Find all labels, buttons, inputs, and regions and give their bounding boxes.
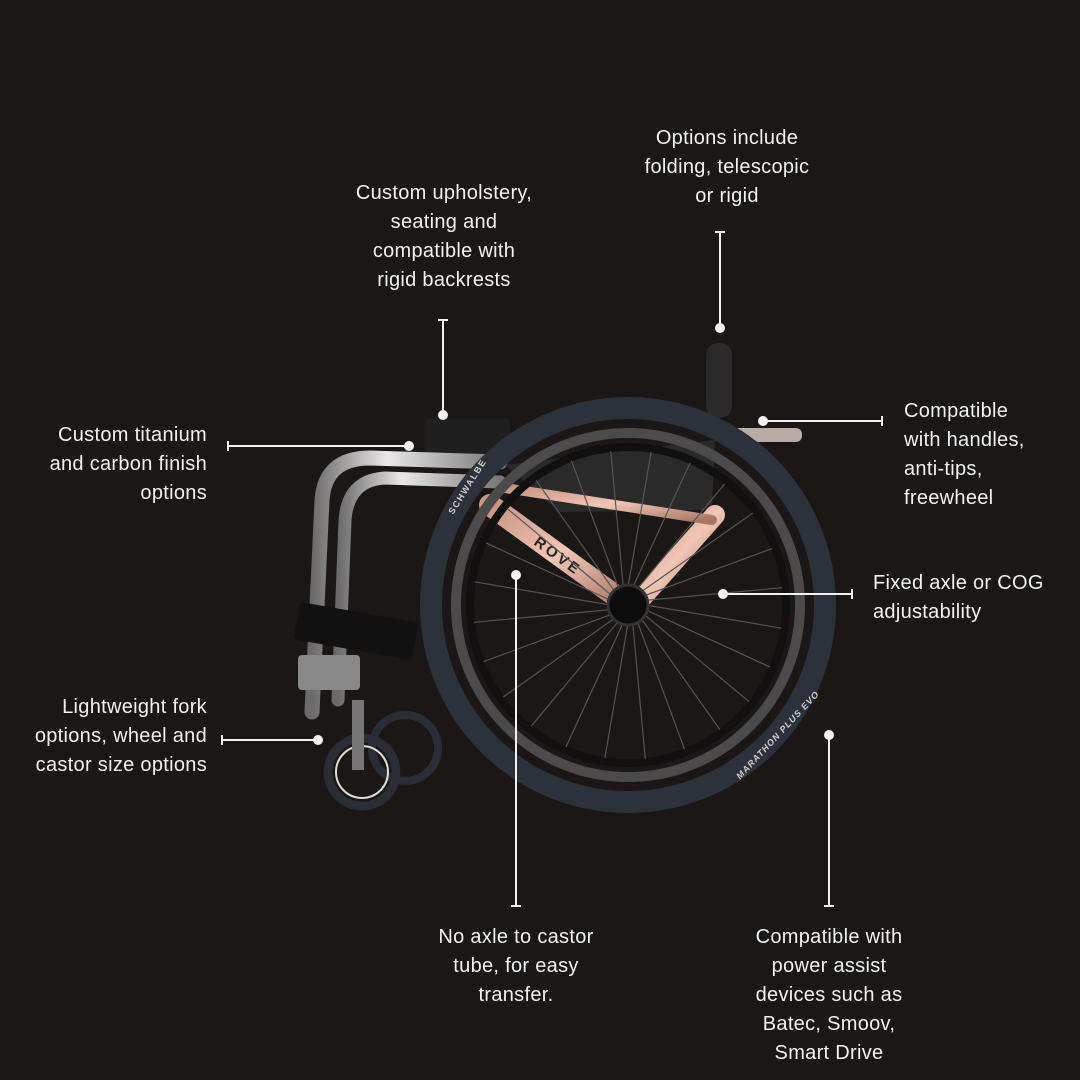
callout-power-assist: Compatible with power assist devices suc…	[755, 926, 903, 1064]
spoke	[632, 622, 646, 760]
spoke	[645, 604, 782, 629]
spoke	[473, 609, 611, 623]
callout-lines	[221, 231, 883, 907]
castor-wheels	[323, 700, 442, 811]
spoke	[643, 547, 773, 597]
spoke	[640, 617, 721, 731]
spoke	[485, 542, 611, 601]
rose-gold-frame	[479, 483, 725, 616]
spoke	[565, 622, 624, 748]
spoke	[474, 581, 611, 606]
spoke	[570, 460, 620, 590]
callout-finish: Custom titanium and carbon finish option…	[49, 424, 207, 504]
spoke	[610, 450, 624, 588]
wheel-hub	[606, 583, 650, 627]
callout-accessories: Compatible with handles, anti-tips, free…	[904, 400, 1025, 509]
spoke	[604, 622, 629, 759]
spoke	[632, 462, 691, 588]
callout-axle: Fixed axle or COG adjustability	[873, 572, 1044, 623]
callout-upholstery: Custom upholstery, seating and compatibl…	[355, 182, 533, 291]
spoke	[636, 620, 686, 750]
spoke	[506, 507, 613, 597]
spoke	[530, 620, 620, 727]
spoke	[643, 613, 750, 703]
spoke	[502, 617, 616, 698]
spoke	[645, 609, 771, 668]
footrest	[298, 655, 360, 690]
leg-strap	[294, 602, 418, 660]
spoke	[627, 451, 652, 588]
spoke	[645, 587, 783, 601]
backrest	[425, 418, 510, 456]
callout-frame-options: Options include folding, telescopic or r…	[644, 127, 810, 207]
chrome-frame	[304, 450, 508, 720]
spoke	[535, 479, 616, 593]
callout-transfer: No axle to castor tube, for easy transfe…	[438, 926, 594, 1006]
spoke	[640, 512, 754, 593]
spoke	[483, 613, 613, 663]
push-handle	[706, 343, 732, 418]
rear-wheel	[420, 397, 836, 813]
spoke	[636, 483, 726, 590]
callout-fork: Lightweight fork options, wheel and cast…	[34, 696, 207, 776]
